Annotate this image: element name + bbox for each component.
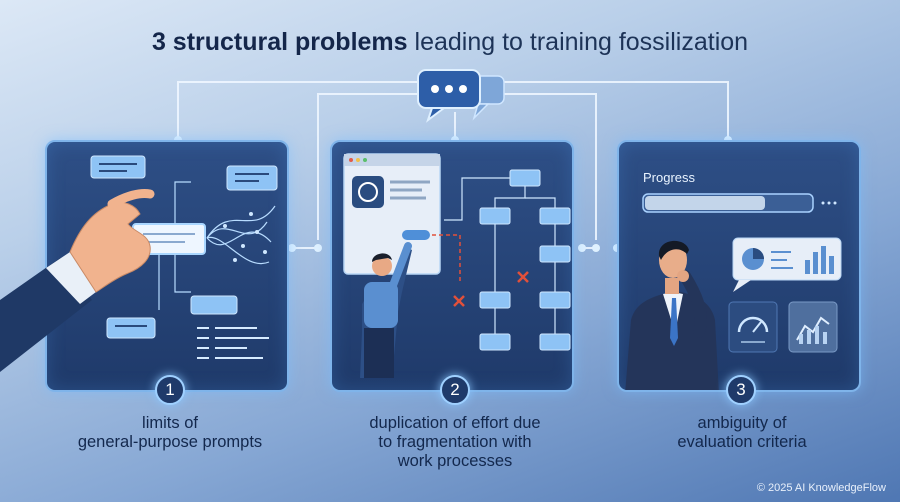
caption-line: work processes xyxy=(397,452,513,470)
caption-line: to fragmentation with xyxy=(378,433,532,451)
title-rest: leading to training fossilization xyxy=(407,28,749,56)
prompt-network-illustration xyxy=(90,155,278,359)
panel-evaluation-criteria: Progress xyxy=(617,140,861,392)
panel-general-purpose-prompts xyxy=(45,140,289,392)
progress-label: Progress xyxy=(643,170,696,185)
caption-problem-1: limits of general-purpose prompts xyxy=(45,414,295,452)
person-at-screen-illustration xyxy=(360,242,412,378)
caption-line: limits of xyxy=(142,414,198,432)
speedometer-icon xyxy=(737,316,769,343)
page-title: 3 structural problems leading to trainin… xyxy=(0,28,900,57)
step-number-1: 1 xyxy=(155,375,185,405)
copyright-footer: © 2025 AI KnowledgeFlow xyxy=(756,482,886,494)
caption-problem-2: duplication of effort due to fragmentati… xyxy=(330,414,580,471)
step-number-2: 2 xyxy=(440,375,470,405)
caption-line: evaluation criteria xyxy=(677,433,807,451)
caption-line: general-purpose prompts xyxy=(77,433,263,451)
workflow-illustration xyxy=(343,153,571,351)
ai-logo-icon xyxy=(358,182,378,202)
evaluation-illustration xyxy=(625,193,842,390)
caption-problem-3: ambiguity of evaluation criteria xyxy=(617,414,867,452)
title-bold: 3 structural problems xyxy=(151,28,408,56)
progress-bar-fill xyxy=(645,196,765,210)
caption-line: duplication of effort due xyxy=(369,414,541,432)
step-number-3: 3 xyxy=(726,375,756,405)
panel-fragmented-processes xyxy=(330,140,574,392)
caption-line: ambiguity of xyxy=(697,414,787,432)
trend-chart-icon xyxy=(796,316,830,344)
